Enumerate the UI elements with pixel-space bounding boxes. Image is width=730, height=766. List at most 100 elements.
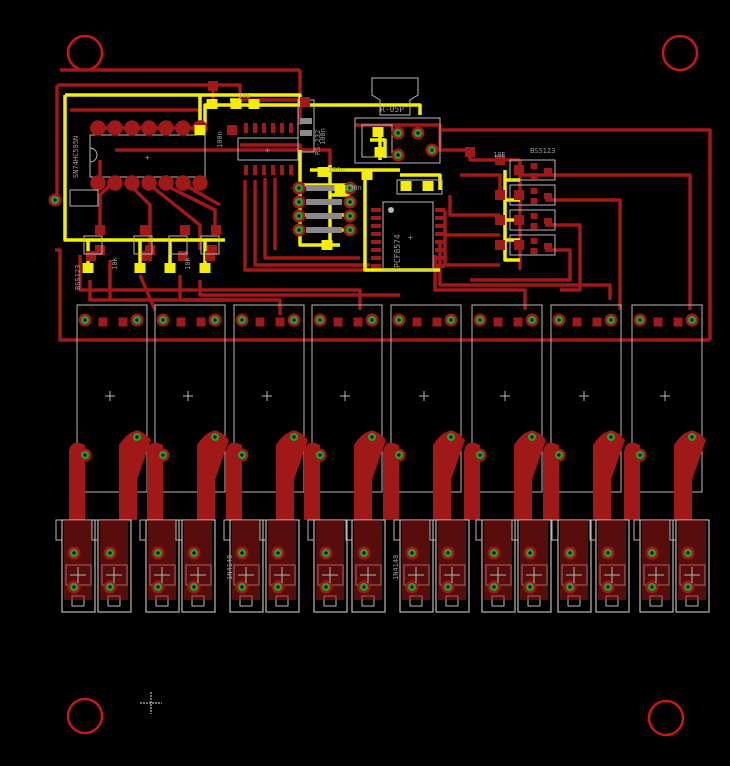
relay-diode-pad-b-3	[353, 317, 363, 327]
mount-hole-top-left	[66, 34, 104, 72]
resistor-label-b: 10k	[184, 257, 192, 270]
relay-pour-a-0	[69, 442, 85, 520]
relay-diode-label-b: 1N4148	[392, 555, 400, 580]
terminal-pin-b-2-drill	[156, 585, 160, 589]
jumper-pin-drill	[53, 198, 57, 202]
relay-diode-pad-a-6	[572, 317, 582, 327]
relay-contact-nc-4-drill	[397, 453, 401, 457]
relay-coil-b-7-drill	[690, 318, 694, 322]
terminal-tab-0	[55, 519, 63, 541]
mosfet-left-outline-1	[133, 235, 153, 255]
relay-diode-pad-b-5	[513, 317, 523, 327]
smd-bottom-pad-12	[495, 190, 505, 200]
terminal-pin-a-6-drill	[324, 551, 328, 555]
relay-coil-a-4-drill	[397, 318, 401, 322]
header-bar-0	[306, 185, 342, 191]
mosfet-right-outline-3	[509, 234, 556, 256]
smd-top-pad-15	[199, 263, 211, 273]
pcf-pad-right-5	[435, 248, 445, 252]
ic-left-pin-top-2-drill	[129, 125, 135, 131]
mount-hole-bottom-left	[66, 697, 104, 735]
mosfet-left-outline-3	[200, 235, 220, 255]
relay-coil-b-6-drill	[609, 318, 613, 322]
mosfets-left	[83, 235, 220, 255]
mount-hole-bottom-right	[647, 699, 685, 737]
header-pin-left-0-drill	[297, 186, 301, 190]
mosfet-right-pin-a-1	[530, 188, 538, 194]
terminal-pin-a-11-drill	[528, 551, 532, 555]
smd-bottom-pad-11	[207, 245, 217, 255]
terminal-pin-b-12-drill	[568, 585, 572, 589]
header-pin-right-3-drill	[348, 228, 352, 232]
ic-left-pin-top-0-drill	[95, 125, 101, 131]
relay-diode-pad-a-4	[412, 317, 422, 327]
relay-contact-nc-5-drill	[478, 453, 482, 457]
relay-diode-pad-b-0	[118, 317, 128, 327]
soic-top-pad-lower-4	[280, 165, 284, 175]
reg-pin-2-drill	[416, 131, 420, 135]
terminal-pin-b-14-drill	[650, 585, 654, 589]
relay-contact-no-6-drill	[609, 435, 613, 439]
mosfet-right-pin-c-3	[544, 243, 552, 249]
soic-top-pad-lower-2	[262, 165, 266, 175]
regulator-label: R-05P	[380, 105, 404, 114]
relay-pour-b-2	[276, 431, 308, 520]
terminal-pin-b-5-drill	[276, 585, 280, 589]
mosfet-right-pin-a-3	[530, 238, 538, 244]
relay-diode-pad-b-4	[432, 317, 442, 327]
relay-contact-nc-1-drill	[161, 453, 165, 457]
pcf-pad-right-1	[435, 216, 445, 220]
smd-top-pad-6	[361, 170, 373, 180]
terminal-pin-b-4-drill	[240, 585, 244, 589]
soic-top-pad-upper-2	[262, 123, 266, 133]
crosshair-icon	[140, 692, 162, 714]
ic-left-pin-top-5-drill	[180, 125, 186, 131]
ic-left-pin-bottom-2-drill	[129, 180, 135, 186]
smd-bottom-pad-7	[180, 225, 190, 235]
smd-top-pad-3	[194, 125, 206, 135]
mosfet-right-pin-a-0	[530, 163, 538, 169]
regulator-r05p: R-05P	[354, 77, 441, 164]
pcf-pad-left-1	[371, 216, 381, 220]
soic-top-pad-lower-0	[244, 165, 248, 175]
pcf-pad-left-7	[371, 264, 381, 268]
relay-contact-no-7-drill	[690, 435, 694, 439]
terminal-pin-b-9-drill	[446, 585, 450, 589]
terminal-tab-7	[345, 519, 353, 541]
relay-diode-pad-a-0	[98, 317, 108, 327]
pcf-pad-left-5	[371, 248, 381, 252]
cap-10e-label: 10E	[493, 151, 506, 159]
ic-left-pin-bottom-3-drill	[146, 180, 152, 186]
pcf-pad-left-6	[371, 256, 381, 260]
mosfets-right	[509, 159, 556, 256]
terminal-pin-a-2-drill	[156, 551, 160, 555]
soic-top-pad-upper-5	[289, 123, 293, 133]
relay-contact-no-0-drill	[135, 435, 139, 439]
relay-coil-b-3-drill	[370, 318, 374, 322]
terminal-pin-b-3-drill	[192, 585, 196, 589]
smd-bottom-pad-17	[178, 251, 188, 261]
terminal-tab-14	[633, 519, 641, 541]
terminal-tab-6	[307, 519, 315, 541]
mosfet-right-body-1	[514, 190, 524, 200]
smd-bottom-pad-13	[495, 215, 505, 225]
smd-top-pad-0	[206, 99, 218, 109]
relay-outline-2	[233, 304, 305, 493]
mosfet-right-outline-2	[509, 209, 556, 231]
ic-left-pin-bottom-5-drill	[180, 180, 186, 186]
smd-bottom-pad-10	[145, 245, 155, 255]
mosfet-right-body-0	[514, 165, 524, 175]
relay-coil-a-0-drill	[83, 318, 87, 322]
relay-coil-b-1-drill	[213, 318, 217, 322]
soic-top-pad-upper-4	[280, 123, 284, 133]
terminal-tab-9	[429, 519, 437, 541]
relay-outline-7	[631, 304, 703, 493]
pcf-pad-left-3	[371, 232, 381, 236]
smd-bottom-pad-6	[140, 225, 150, 235]
pcf-pad-right-3	[435, 232, 445, 236]
pcf-pad-right-4	[435, 240, 445, 244]
terminal-pin-b-0-drill	[72, 585, 76, 589]
header-bar-3	[306, 227, 342, 233]
relay-contact-no-2-drill	[292, 435, 296, 439]
